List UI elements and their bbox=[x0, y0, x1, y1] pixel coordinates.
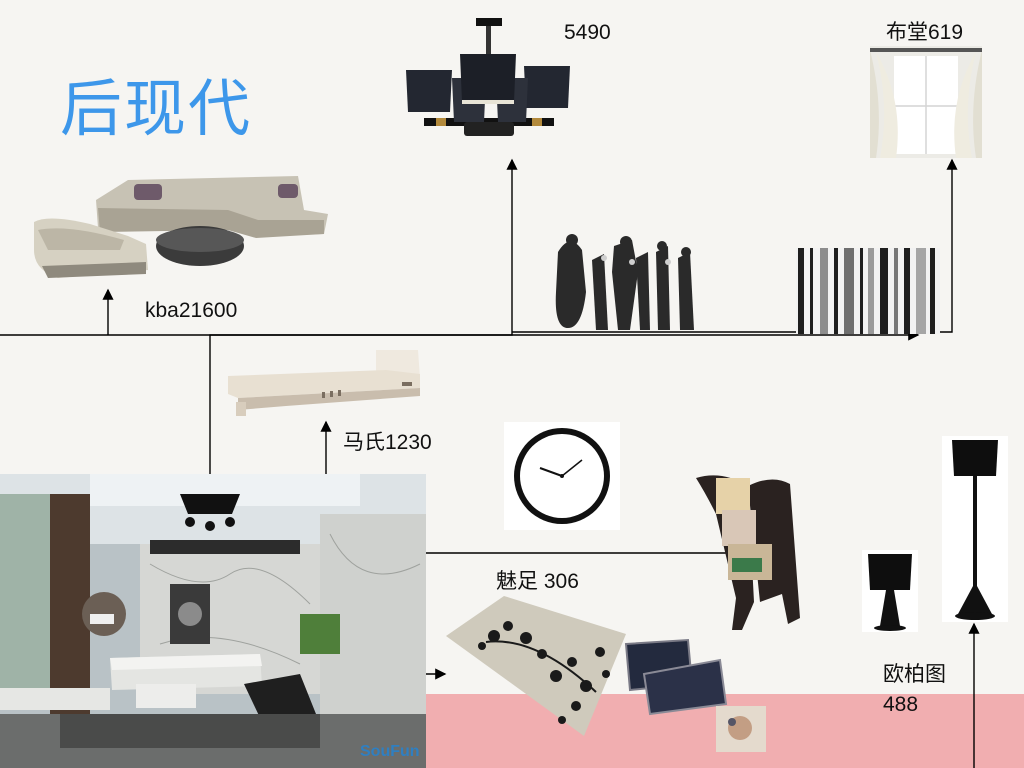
magazine-rack-image bbox=[696, 475, 800, 630]
sofa-price-label: kba21600 bbox=[145, 299, 238, 322]
floor-lamp-price-label: 欧柏图 488 bbox=[883, 663, 946, 716]
rug-image bbox=[446, 596, 626, 736]
chandelier-image bbox=[406, 18, 570, 136]
curtain-price-label: 布堂619 bbox=[886, 21, 964, 44]
wallpaper-sample-image bbox=[796, 248, 940, 334]
table-lamp-image bbox=[862, 550, 918, 632]
curtain-image bbox=[870, 46, 982, 158]
tv-cabinet-image bbox=[228, 350, 420, 416]
floor-lamp-image bbox=[942, 436, 1008, 622]
line-to-wallpaper bbox=[209, 329, 920, 476]
photo-watermark: SouFun bbox=[360, 743, 420, 760]
line-to-curtain bbox=[512, 158, 958, 333]
sculpture-image bbox=[555, 234, 694, 330]
wall-clock-image bbox=[504, 422, 620, 530]
chandelier-price-label: 5490 bbox=[564, 21, 611, 44]
cushions-image bbox=[624, 638, 766, 752]
tv-cabinet-price-label: 马氏1230 bbox=[343, 431, 432, 454]
rug-price-label: 魅足 306 bbox=[496, 570, 579, 593]
slide-title: 后现代 bbox=[60, 72, 253, 145]
living-room-photo: SouFun bbox=[0, 474, 426, 768]
sofa-image bbox=[34, 176, 328, 278]
